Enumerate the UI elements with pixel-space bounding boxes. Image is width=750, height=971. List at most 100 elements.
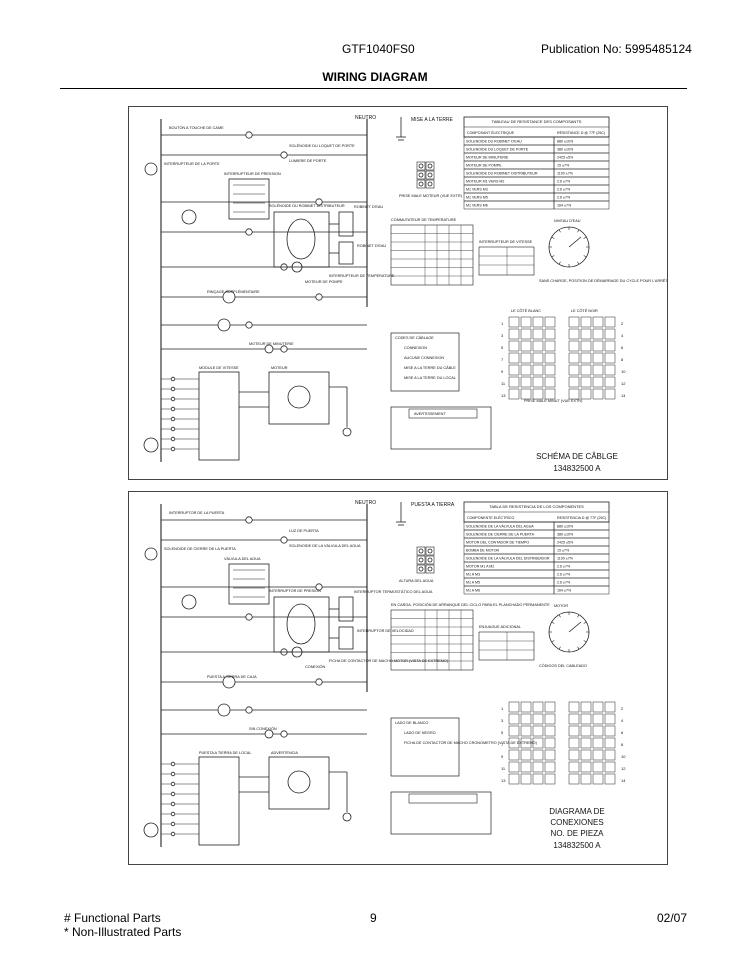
ground-label: PUESTA A TIERRA — [411, 502, 455, 508]
component-label: MODULE DE VITESSE — [199, 366, 239, 370]
terminal-symbol — [245, 321, 253, 329]
resistance-row-component: SOLENOIDE DE CIERRE DE LA PUERTA — [466, 533, 535, 537]
outline — [508, 761, 520, 773]
outline — [592, 388, 604, 400]
wire — [551, 255, 555, 258]
outline — [520, 725, 532, 737]
outline — [580, 388, 592, 400]
component-label: SANS CHARGE, POSITION DE DÉMARRAGE DU CY… — [539, 278, 667, 283]
outline — [416, 170, 426, 180]
resistance-row-component: M1 VERS M5 — [466, 196, 488, 200]
outline — [425, 564, 435, 574]
component-label: CONNEXION — [404, 346, 427, 350]
outline — [568, 761, 580, 773]
wire — [558, 614, 561, 618]
outline — [508, 388, 520, 400]
outline — [568, 364, 580, 376]
schematic-part-number: 134832500 A — [553, 464, 601, 473]
resistance-row-value: 2425 ±5% — [557, 541, 574, 545]
plug-pin-symbol — [418, 557, 424, 563]
outline — [390, 791, 492, 835]
pin-row-number: 6 — [621, 730, 624, 735]
outline — [592, 328, 604, 340]
outline — [416, 161, 426, 171]
resistance-row-component: MOTOR DEL CONTADOR DE TIEMPO — [466, 541, 529, 545]
outline — [508, 701, 520, 713]
terminal-symbol — [280, 536, 288, 544]
wire — [558, 646, 561, 650]
component-label: FICHA DE CONTACTOR DE MACHO MOTOR (VISTA… — [329, 659, 449, 663]
drive-motor-symbol — [287, 770, 311, 794]
resistance-row-value: 880 ±10% — [557, 525, 574, 529]
outline — [568, 725, 580, 737]
outline — [580, 316, 592, 328]
outline — [604, 761, 616, 773]
ground-label: MISE A LA TERRE — [411, 117, 454, 123]
outline — [268, 756, 330, 810]
wire — [583, 255, 587, 258]
resistance-row-component: SOLENOIDE DU ROBINET DISTRIBUTEUR — [466, 172, 538, 176]
schematic-title-line: NO. DE PIEZA — [551, 829, 605, 838]
component-label: LUMIERE DE PORTE — [289, 159, 327, 163]
outline — [338, 241, 354, 265]
outline — [425, 179, 435, 189]
component-label: MOTEUR — [271, 366, 288, 370]
neutral-label: NEUTRO — [355, 115, 376, 121]
component-label: BOUTON A TOUCHE DE CAME — [169, 126, 224, 130]
outline — [508, 737, 520, 749]
pin-row-number: 14 — [621, 778, 626, 783]
resistance-row-value: 2.6 ±7% — [557, 565, 571, 569]
outline — [604, 749, 616, 761]
component-label: PRISE MALE MINUT (VUE EXTR) — [524, 399, 583, 403]
outline — [532, 316, 544, 328]
wire — [551, 236, 555, 239]
non-illustrated-parts-legend: * Non-Illustrated Parts — [64, 925, 182, 939]
outline — [568, 340, 580, 352]
wire — [558, 229, 561, 233]
schematic-title-line: DIAGRAMA DE — [549, 807, 605, 816]
outline — [553, 585, 610, 595]
resistance-col-component: COMPOSANT ÉLECTRIQUE — [467, 130, 515, 135]
outline — [520, 773, 532, 785]
outline — [532, 701, 544, 713]
component-label: FICHA DE CONTACTOR DE MACHO CRONOMETRO (… — [404, 741, 538, 745]
resistance-row-component: BOMBA DE MOTOR — [466, 549, 499, 553]
pin-row-number: 5 — [501, 730, 504, 735]
door-switch-symbol — [144, 547, 158, 561]
outline — [228, 563, 270, 605]
wire — [551, 640, 555, 643]
dial-pointer — [568, 621, 582, 633]
outline — [604, 388, 616, 400]
outline — [604, 328, 616, 340]
drive-motor-symbol — [287, 385, 311, 409]
wire — [583, 621, 587, 624]
outline — [604, 725, 616, 737]
wire — [551, 621, 555, 624]
outline — [580, 328, 592, 340]
plug-pin-symbol — [418, 566, 424, 572]
outline — [544, 761, 556, 773]
resistance-row-component: M1 VERS M3 — [466, 188, 488, 192]
wire — [577, 229, 580, 233]
component-label: INTERRUPTEUR DE PRESSION — [224, 172, 281, 176]
wire — [583, 236, 587, 239]
component-label: SOLENOIDE DE LA VÁLVULA DEL AGUA — [289, 544, 361, 548]
component-label: LADO DE BLANCO — [395, 721, 428, 725]
model-number: GTF1040FS0 — [342, 42, 415, 56]
outline — [532, 340, 544, 352]
component-label: LE CÔTÉ NOIR — [571, 308, 598, 313]
component-label: MOTEUR DE MINUTERIE — [249, 342, 294, 346]
outline — [520, 701, 532, 713]
component-label: NIVEAU D'EAU — [554, 219, 581, 223]
outline — [592, 376, 604, 388]
outline — [532, 737, 544, 749]
speed-interrupter-symbol — [143, 437, 159, 453]
component-label: INTERRUPTEUR DE VITESSE — [479, 240, 533, 244]
component-label: VÁLVULA DEL AGUA — [224, 557, 261, 561]
pin-row-number: 13 — [501, 393, 506, 398]
terminal-symbol — [245, 516, 253, 524]
component-label: SOLÉNOIDE DU LOQUET DE PORTE — [289, 143, 355, 148]
